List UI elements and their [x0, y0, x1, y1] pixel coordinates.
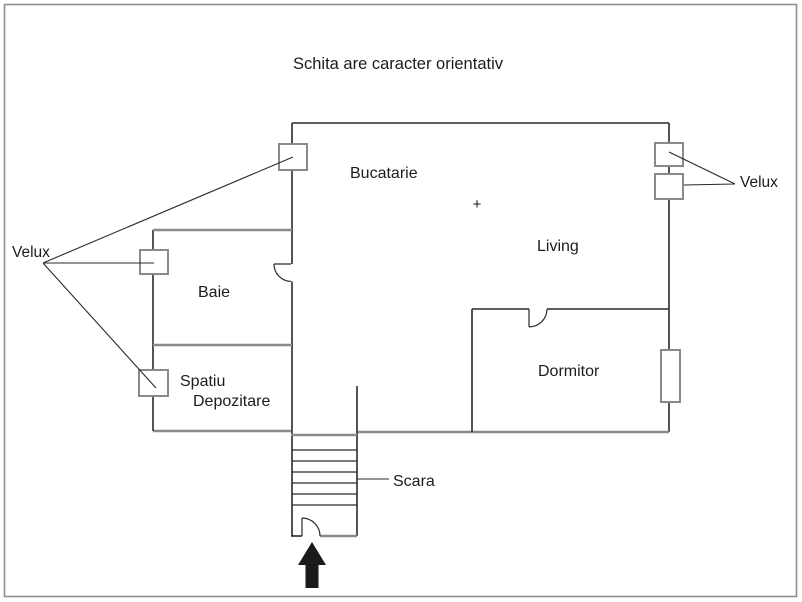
- label-living: Living: [537, 238, 579, 255]
- label-bath: Baie: [198, 284, 230, 301]
- label-storage-line1: Spatiu: [180, 373, 225, 390]
- label-stairs: Scara: [393, 473, 435, 490]
- label-storage-line2: Depozitare: [193, 393, 270, 410]
- label-velux-left: Velux: [12, 244, 50, 261]
- velux-window-living-1: [654, 142, 684, 167]
- label-bedroom: Dormitor: [538, 363, 600, 380]
- velux-window-bath: [139, 249, 169, 275]
- velux-window-living-2: [654, 173, 684, 200]
- velux-left-leader-lines: [42, 156, 294, 389]
- entrance-arrow-icon: [298, 542, 326, 588]
- plan-disclaimer-title: Schita are caracter orientativ: [293, 55, 504, 73]
- entrance-door: [301, 517, 321, 537]
- plus-mark: +: [473, 196, 482, 213]
- bedroom-door: [528, 308, 548, 328]
- outer-frame: [3, 3, 798, 598]
- label-kitchen: Bucatarie: [350, 165, 418, 182]
- bedroom-window: [660, 349, 681, 403]
- velux-right-leader-lines: [668, 151, 736, 186]
- bath-door: [273, 263, 292, 283]
- label-velux-right: Velux: [740, 174, 778, 191]
